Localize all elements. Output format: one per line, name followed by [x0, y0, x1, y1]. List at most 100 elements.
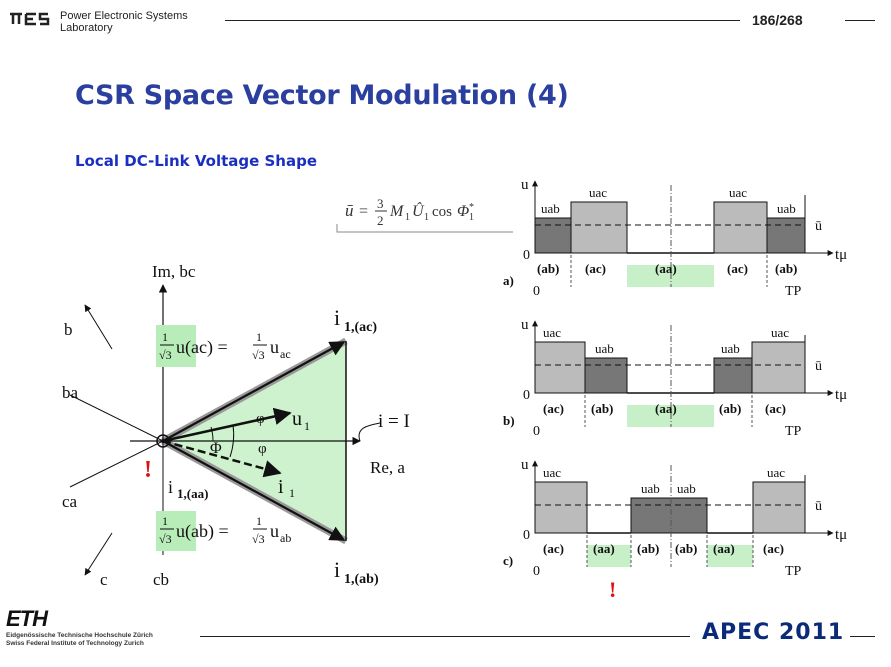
wave-a-u-axis: u — [521, 177, 529, 193]
wave-b-seg-1: (ac) — [543, 401, 564, 416]
label-i-ab-sub: 1,(ab) — [344, 572, 379, 587]
wave-a-seg-3: (aa) — [655, 261, 677, 276]
footer-divider-right — [850, 636, 875, 637]
page-title: CSR Space Vector Modulation (4) — [75, 80, 569, 111]
wave-b-t-axis: tμ — [835, 387, 847, 403]
svg-text:ū: ū — [345, 201, 354, 220]
vector-u1 — [162, 407, 292, 443]
wave-c-label-4: uac — [767, 465, 785, 480]
wave-c-t-axis: tμ — [835, 527, 847, 543]
eq-ac-frac-num-2: 1 — [256, 330, 262, 344]
eq-ac-frac-den: √3 — [159, 348, 172, 362]
wave-c-label-2: uab — [641, 481, 660, 496]
wave-b-seg-5: (ac) — [765, 401, 786, 416]
label-i-aa: i — [168, 477, 173, 497]
wave-a-seg-5: (ab) — [775, 261, 797, 276]
eq-ab-highlight — [156, 511, 196, 551]
svg-text:Φ: Φ — [457, 203, 469, 220]
label-u1-sub: 1 — [304, 419, 310, 433]
wave-b-ubar: ū — [815, 359, 822, 374]
lab-name: Power Electronic Systems Laboratory — [60, 10, 188, 34]
eth-name: Eidgenössische Technische Hochschule Zür… — [6, 632, 153, 648]
eth-name-line2: Swiss Federal Institute of Technology Zu… — [6, 640, 144, 647]
wave-b-tp: TP — [785, 424, 802, 439]
waveform-c: u tμ 0 0 TP ū c) (ac) (aa) (ab) (ab) (aa… — [503, 457, 847, 602]
svg-text:M: M — [389, 203, 405, 220]
wave-c-zero: 0 — [523, 528, 530, 543]
wave-b-label-3: uab — [721, 341, 740, 356]
eq-ac-sub: ac — [280, 347, 291, 361]
axis-c — [84, 532, 113, 576]
dc-link-waveforms: u tμ 0 0 TP ū a) (ab) (ac) (aa) (ac) (ab… — [503, 177, 847, 602]
exclaim-waveform: ! — [609, 577, 616, 602]
wave-a-zero-t: 0 — [533, 284, 540, 299]
label-c: c — [100, 570, 108, 589]
label-i-ac-sub: 1,(ac) — [344, 320, 377, 335]
wave-a-t-axis: tμ — [835, 247, 847, 263]
wave-a-label-4: uab — [777, 201, 796, 216]
axis-b — [84, 304, 113, 350]
mean-voltage-formula: ū = 3 2 M 1 Û 1 cos Φ 1 * — [336, 196, 513, 233]
wave-c-label-1: uac — [543, 465, 561, 480]
wave-c-seg-6: (ac) — [763, 541, 784, 556]
wave-b-u-axis: u — [521, 317, 529, 333]
wave-c-label-3: uab — [677, 481, 696, 496]
apec-logo: APEC 2011 — [702, 620, 845, 645]
label-i-aa-sub: 1,(aa) — [177, 486, 208, 501]
header-divider-right — [845, 20, 875, 21]
space-vector-diagram: Im, bc Re, a b c ba ca cb i 1,(ac) i 1,(… — [62, 262, 410, 589]
wave-b-label-4: uac — [771, 325, 789, 340]
label-i-ab: i — [334, 557, 340, 582]
header-divider — [225, 20, 740, 21]
label-re-a: Re, a — [370, 458, 405, 477]
wave-b-tag: b) — [503, 413, 515, 428]
lab-logo — [10, 12, 50, 26]
svg-text:cos: cos — [432, 204, 452, 220]
vector-i-star — [162, 439, 282, 478]
svg-text:Û: Û — [412, 201, 425, 220]
eth-name-line1: Eidgenössische Technische Hochschule Zür… — [6, 632, 153, 639]
eq-ab-left: u(ab) = — [176, 521, 229, 542]
wave-c-tp: TP — [785, 564, 802, 579]
label-i-star: i — [278, 476, 284, 498]
label-i-eq: i = I — [378, 411, 410, 432]
label-phi-i: φ — [258, 441, 267, 457]
wave-c-tag: c) — [503, 553, 513, 568]
label-b: b — [64, 320, 73, 339]
wave-c-seg-1: (ac) — [543, 541, 564, 556]
origin — [156, 434, 170, 448]
label-ba: ba — [62, 383, 79, 402]
wave-c-zero-t: 0 — [533, 564, 540, 579]
exclaim-phasor: ! — [144, 457, 152, 483]
eq-ab-sub: ab — [280, 531, 291, 545]
waveform-b: u tμ 0 0 TP ū b) (ac) (ab) (aa) (ab) (ac… — [503, 317, 847, 439]
eq-ac-frac-num: 1 — [162, 330, 168, 344]
wave-b-zero: 0 — [523, 388, 530, 403]
svg-text:*: * — [469, 202, 474, 213]
wave-b-label-1: uac — [543, 325, 561, 340]
label-ca: ca — [62, 492, 78, 511]
eq-ab-right: u — [270, 521, 279, 541]
eq-ab-frac-num: 1 — [162, 514, 168, 528]
wave-a-ubar: ū — [815, 219, 822, 234]
eq-ab-frac-den-2: √3 — [252, 532, 265, 546]
page-number: 186/268 — [752, 12, 803, 28]
wave-c-u-axis: u — [521, 457, 529, 473]
label-i-star-sub: 1 — [289, 486, 295, 500]
axis-ca — [69, 440, 164, 488]
svg-text:3: 3 — [377, 196, 384, 211]
vector-i-ac — [162, 341, 346, 442]
eq-ab-frac-den: √3 — [159, 532, 172, 546]
eq-ac-left: u(ac) = — [176, 337, 228, 358]
label-im-bc: Im, bc — [152, 262, 196, 281]
wave-b-zero-t: 0 — [533, 424, 540, 439]
wave-b-seg-2: (ab) — [591, 401, 613, 416]
wave-a-tag: a) — [503, 273, 514, 288]
wave-a-tp: TP — [785, 284, 802, 299]
wave-b-seg-3: (aa) — [655, 401, 677, 416]
label-cb: cb — [153, 570, 169, 589]
lab-name-line2: Laboratory — [60, 22, 113, 34]
wave-a-seg-2: (ac) — [585, 261, 606, 276]
wave-b-label-2: uab — [595, 341, 614, 356]
angle-Phi1 — [229, 424, 235, 458]
